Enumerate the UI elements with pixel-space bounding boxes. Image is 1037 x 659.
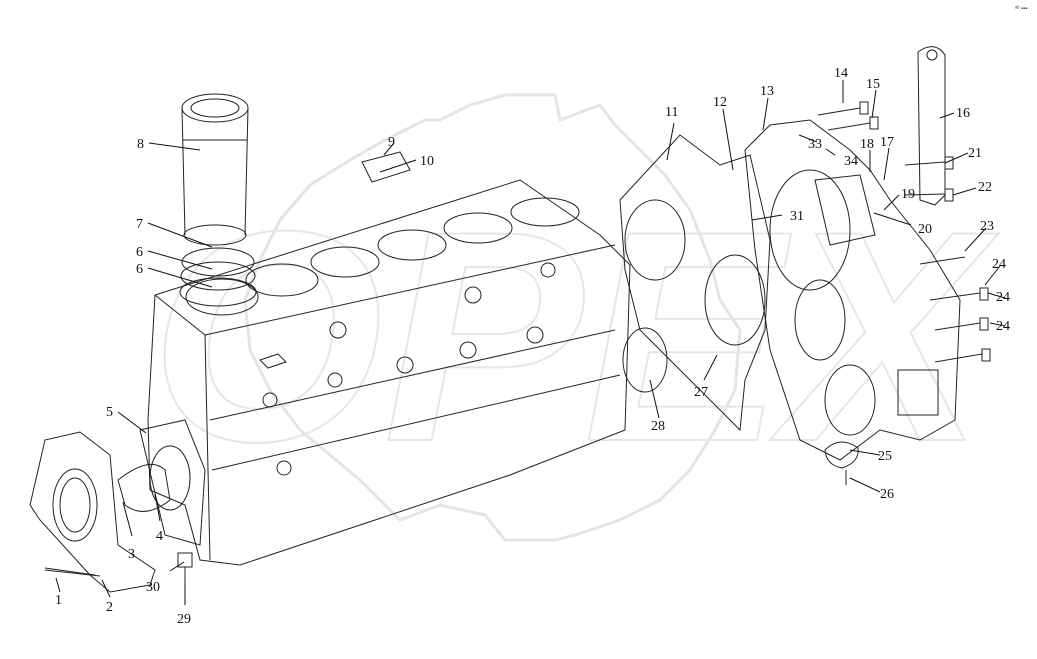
callout-1: 1 xyxy=(55,593,62,608)
callout-9: 9 xyxy=(388,135,395,150)
callout-5: 5 xyxy=(106,405,113,420)
callout-26: 26 xyxy=(880,487,894,502)
callout-33: 33 xyxy=(808,137,822,152)
callout-28: 28 xyxy=(651,419,665,434)
callout-15: 15 xyxy=(866,77,880,92)
callout-29: 29 xyxy=(177,612,191,627)
callout-8: 8 xyxy=(137,137,144,152)
watermark: OPEX xyxy=(149,93,1000,542)
callout-23: 23 xyxy=(980,219,994,234)
front-cover-assembly xyxy=(29,419,206,593)
callout-21: 21 xyxy=(968,146,982,161)
callout-11: 11 xyxy=(665,105,678,120)
callout-2: 2 xyxy=(106,600,113,615)
timing-gear-housing xyxy=(744,119,961,461)
corner-mark: ᵃᵇ ▪▪▪ xyxy=(1015,5,1028,12)
liner-seal-rings xyxy=(179,247,257,307)
callout-22: 22 xyxy=(978,180,992,195)
callout-25: 25 xyxy=(878,449,892,464)
leader-lines xyxy=(55,80,1006,605)
callout-labels: 1 2 3 4 5 6 6 7 8 9 10 11 12 13 14 15 16… xyxy=(55,66,1010,627)
callout-19: 19 xyxy=(901,187,915,202)
watermark-gear xyxy=(243,93,742,542)
callout-12: 12 xyxy=(713,95,727,110)
callout-3: 3 xyxy=(128,547,135,562)
callout-30: 30 xyxy=(146,580,160,595)
callout-13: 13 xyxy=(760,84,774,99)
callout-17: 17 xyxy=(880,135,894,150)
cylinder-block xyxy=(147,179,631,566)
lifting-bracket xyxy=(917,46,946,206)
callout-6b: 6 xyxy=(136,262,143,277)
callout-31: 31 xyxy=(790,209,804,224)
callout-4: 4 xyxy=(156,529,163,544)
callout-16: 16 xyxy=(956,106,970,121)
cylinder-liner xyxy=(181,93,249,246)
callout-10: 10 xyxy=(420,154,434,169)
gear-housing-gasket xyxy=(619,134,771,432)
small-cover-plate xyxy=(361,151,411,183)
callout-14: 14 xyxy=(834,66,848,81)
inspection-cover xyxy=(824,441,859,485)
callout-18: 18 xyxy=(860,137,874,152)
callout-7: 7 xyxy=(136,217,143,232)
callout-34: 34 xyxy=(844,154,858,169)
callout-27: 27 xyxy=(694,385,708,400)
callout-20: 20 xyxy=(918,222,932,237)
callout-6a: 6 xyxy=(136,245,143,260)
callout-24a: 24 xyxy=(992,257,1006,272)
callout-24c: 24 xyxy=(996,319,1010,334)
callout-24b: 24 xyxy=(996,290,1010,305)
